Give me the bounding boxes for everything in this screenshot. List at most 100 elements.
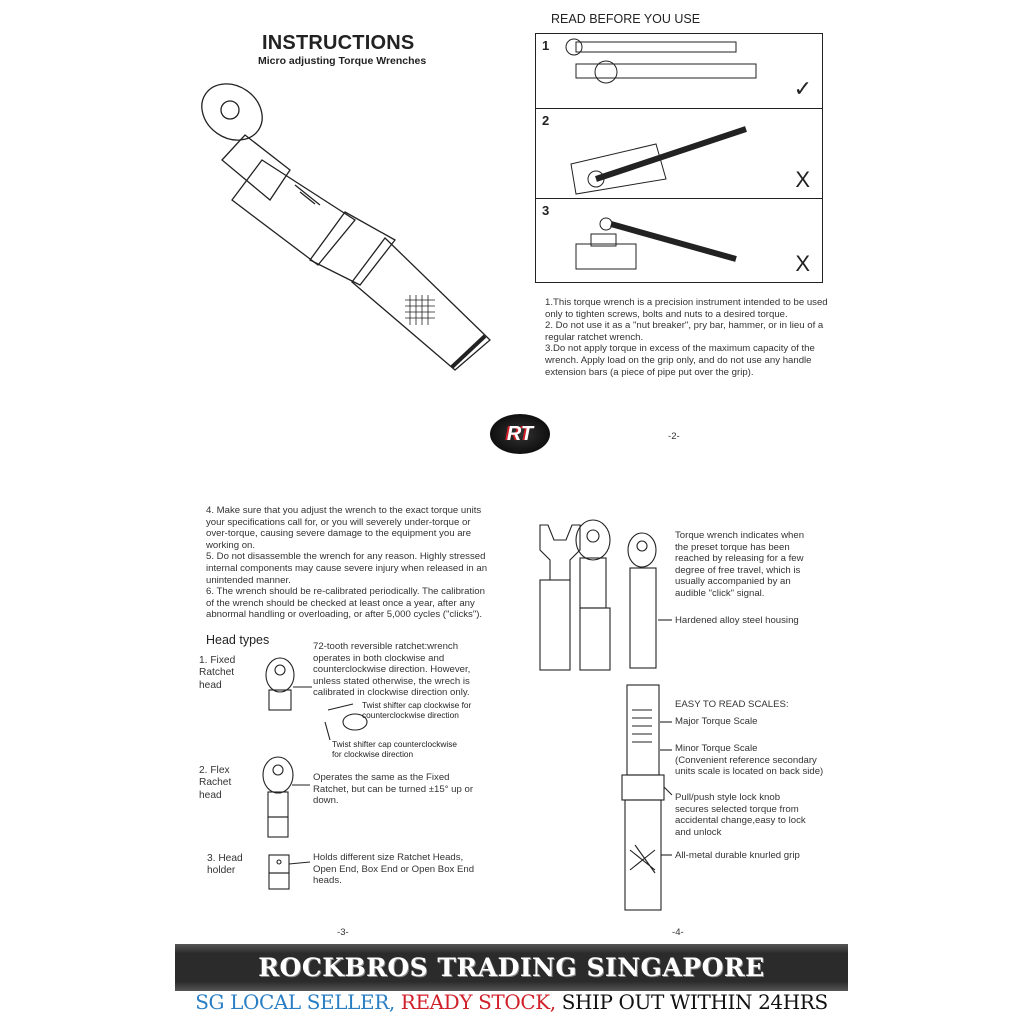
desc-line: Ratchet, but can be turned ±15° up or	[313, 783, 474, 795]
usage-notes-1-3: 1.This torque wrench is a precision inst…	[545, 297, 828, 378]
head-type-illustrations	[262, 657, 368, 890]
desc-line: Open End, Box End or Open Box End	[313, 863, 475, 875]
desc-line: down.	[313, 795, 339, 807]
shipping-tagline: SG LOCAL SELLER, READY STOCK, SHIP OUT W…	[175, 990, 848, 1014]
note-line: 2. Do not use it as a "nut breaker", pry…	[545, 320, 824, 332]
note-line: Twist shifter cap counterclockwise	[332, 739, 457, 749]
misuse-illustration	[570, 126, 747, 195]
note-line: only to tighten screws, bolts and nuts t…	[545, 308, 788, 320]
note-line: unintended manner.	[206, 574, 291, 586]
panel-no-extension: 3 X	[536, 199, 822, 283]
warning-panels: 1 ✓ 2 X 3 X	[535, 33, 823, 283]
grip-label: All-metal durable knurled grip	[675, 850, 800, 861]
check-icon: ✓	[793, 76, 812, 101]
note-line: 4. Make sure that you adjust the wrench …	[206, 505, 482, 516]
label-line: 3. Head	[207, 853, 243, 864]
head-types-title: Head types	[206, 633, 270, 647]
scales-title: EASY TO READ SCALES:	[675, 699, 789, 710]
panel-no-nut-breaker: 2 X	[536, 109, 822, 199]
page-number: -2-	[668, 431, 680, 442]
desc-line: operates in both clockwise and	[313, 652, 445, 664]
head-desc-holder: Holds different size Ratchet Heads,Open …	[313, 852, 474, 887]
read-before-use-heading: READ BEFORE YOU USE	[551, 12, 701, 26]
note-line: reached by releasing for a few	[675, 553, 804, 565]
desc-line: heads.	[313, 875, 342, 887]
note-line: 6. The wrench should be re-calibrated pe…	[206, 586, 485, 598]
note-line: accidental change,easy to lock	[675, 815, 806, 827]
note-line: Minor Torque Scale	[675, 743, 758, 754]
major-scale-label: Major Torque Scale	[675, 716, 758, 727]
minor-scale-label: Minor Torque Scale(Convenient reference …	[675, 743, 823, 778]
note-line: Torque wrench indicates when	[675, 530, 805, 541]
extension-misuse-illustration	[575, 217, 737, 270]
note-line: 1.This torque wrench is a precision inst…	[545, 297, 828, 308]
note-line: of the wrench should be checked at least…	[206, 597, 475, 609]
logo-text: RT	[506, 422, 534, 445]
note-line: Twist shifter cap clockwise for	[362, 700, 472, 710]
wrench-and-caliper-illustration	[565, 38, 757, 84]
note-line: internal components may cause severe inj…	[206, 562, 488, 574]
desc-line: Holds different size Ratchet Heads,	[313, 852, 464, 863]
note-line: regular ratchet wrench.	[545, 331, 644, 343]
usage-notes-4-6: 4. Make sure that you adjust the wrench …	[206, 505, 487, 621]
ready-stock-text: READY STOCK,	[400, 990, 556, 1014]
note-line: secures selected torque from	[675, 803, 799, 815]
brand-logo: RT	[490, 414, 550, 454]
desc-line: 72-tooth reversible ratchet:wrench	[313, 641, 459, 652]
note-line: your specifications call for, or you wil…	[206, 516, 471, 528]
label-line: head	[199, 679, 222, 691]
note-line: (Convenient reference secondary	[675, 754, 817, 766]
desc-line: Operates the same as the Fixed	[313, 772, 450, 783]
cross-icon: X	[795, 167, 810, 192]
desc-line: calibrated in clockwise direction only.	[313, 687, 470, 699]
note-line: audible "click" signal.	[675, 587, 765, 599]
note-line: units scale is located on back side)	[675, 766, 824, 778]
note-line: the preset torque has been	[675, 541, 790, 553]
page-number: -3-	[337, 927, 349, 938]
page-number: -4-	[672, 927, 684, 938]
store-name: ROCKBROS TRADING SINGAPORE	[258, 953, 765, 982]
note-line: 5. Do not disassemble the wrench for any…	[206, 551, 486, 563]
note-line: and unlock	[675, 826, 722, 838]
note-line: usually accompanied by an	[675, 576, 791, 588]
panel-number: 3	[542, 203, 550, 218]
note-line: 3.Do not apply torque in excess of the m…	[545, 343, 815, 355]
desc-line: counterclockwise direction. However,	[313, 664, 471, 676]
note-line: over-torque, causing severe damage to th…	[206, 528, 472, 540]
label-line: 2. Flex	[199, 765, 230, 776]
label-line: head	[199, 789, 222, 801]
note-line: counterclockwise direction	[362, 710, 459, 720]
note-line: for clockwise direction	[332, 749, 414, 759]
panel-number: 2	[542, 113, 550, 128]
label-line: 1. Fixed	[199, 655, 236, 666]
note-line: wrench. Apply load on the grip only, and…	[545, 354, 812, 366]
note-line: degree of free travel, which is	[675, 564, 801, 576]
ship-out-text: SHIP OUT WITHIN 24HRS	[561, 990, 828, 1014]
label-line: Ratchet	[199, 667, 235, 679]
torque-wrench-illustration	[201, 83, 491, 371]
wrench-head-and-scale-illustrations	[539, 519, 673, 911]
desc-line: unless stated otherwise, the wrech is	[313, 675, 470, 687]
panel-correct-use: 1 ✓	[536, 34, 822, 109]
housing-label: Hardened alloy steel housing	[675, 615, 799, 626]
cross-icon: X	[795, 251, 810, 276]
note-line: extension bars (a piece of pipe put over…	[545, 366, 754, 378]
note-line: working on.	[206, 539, 256, 551]
note-line: Pull/push style lock knob	[675, 792, 781, 803]
page-title: INSTRUCTIONS	[262, 32, 415, 54]
store-banner: ROCKBROS TRADING SINGAPORE	[175, 944, 848, 991]
label-line: holder	[207, 865, 236, 877]
label-line: Rachet	[199, 777, 232, 789]
panel-number: 1	[542, 38, 550, 53]
local-seller-text: SG LOCAL SELLER,	[195, 990, 395, 1014]
page-subtitle: Micro adjusting Torque Wrenches	[258, 55, 427, 67]
